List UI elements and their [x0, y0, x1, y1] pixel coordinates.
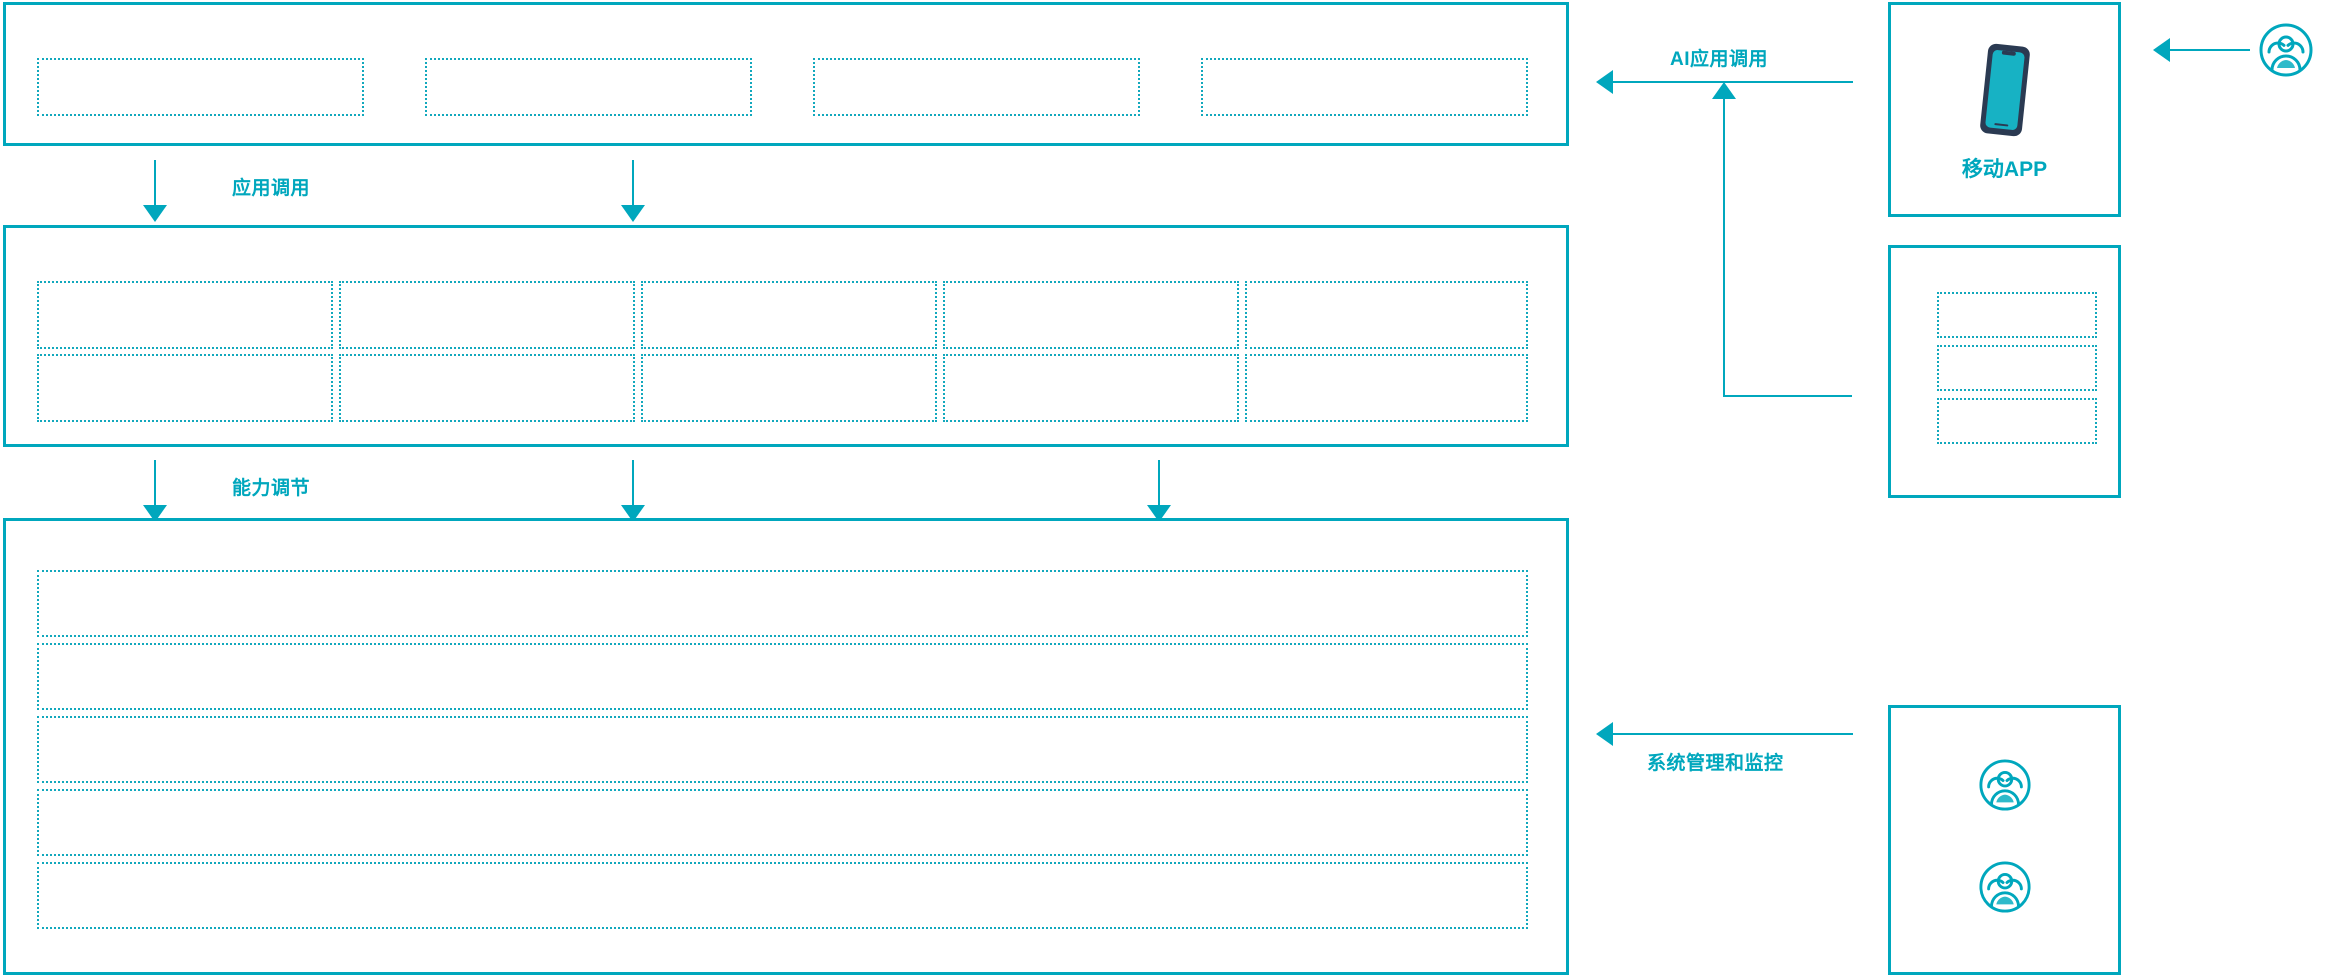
- cap-adjust-connector-2-line: [632, 460, 634, 510]
- capability-box-r1c2[interactable]: [339, 281, 635, 349]
- cap-adjust-connector-1-arrow: [143, 505, 167, 522]
- cap-adjust-connector-3-line: [1158, 460, 1160, 510]
- mobile-app-tile-label: 移动APP: [1961, 158, 2048, 181]
- external-actor-connector-line: [2170, 49, 2250, 51]
- ai-app-call-label: AI应用调用: [1670, 49, 1769, 70]
- mobile-phone-icon: [1971, 40, 2039, 140]
- platform-bar-1[interactable]: [37, 570, 1528, 637]
- right-middle-box-3[interactable]: [1937, 398, 2097, 444]
- right-middle-tile[interactable]: [1888, 245, 2121, 498]
- app-call-connector-left-arrow: [143, 205, 167, 222]
- mobile-app-tile[interactable]: 移动APP: [1888, 2, 2121, 217]
- platform-bar-3[interactable]: [37, 716, 1528, 783]
- right-middle-box-1[interactable]: [1937, 292, 2097, 338]
- external-actor-user-group-icon: [2258, 22, 2314, 78]
- application-box-2[interactable]: [425, 58, 752, 116]
- platform-bar-5[interactable]: [37, 862, 1528, 929]
- sys-monitor-arrow-head: [1596, 722, 1613, 746]
- cap-adjust-label: 能力调节: [232, 478, 311, 499]
- cap-adjust-connector-3-arrow: [1147, 505, 1171, 522]
- ai-app-call-arrow-head: [1596, 70, 1613, 94]
- platform-layer-panel: [3, 518, 1569, 975]
- sys-monitor-label: 系统管理和监控: [1647, 753, 1784, 774]
- ai-app-call-bottom-line: [1723, 395, 1852, 397]
- capability-box-r1c5[interactable]: [1245, 281, 1528, 349]
- ai-app-call-vertical-line: [1723, 98, 1725, 396]
- right-middle-box-2[interactable]: [1937, 345, 2097, 391]
- cap-adjust-connector-2-arrow: [621, 505, 645, 522]
- ai-app-call-vertical-arrow-head: [1712, 82, 1736, 99]
- capability-box-r2c4[interactable]: [943, 354, 1239, 422]
- capability-box-r2c3[interactable]: [641, 354, 937, 422]
- application-box-4[interactable]: [1201, 58, 1528, 116]
- capability-layer-panel: [3, 225, 1569, 447]
- platform-bar-2[interactable]: [37, 643, 1528, 710]
- capability-box-r1c4[interactable]: [943, 281, 1239, 349]
- cap-adjust-connector-1-line: [154, 460, 156, 510]
- external-actor-arrow-head: [2153, 38, 2170, 62]
- app-call-connector-right-arrow: [621, 205, 645, 222]
- capability-box-r2c1[interactable]: [37, 354, 333, 422]
- app-call-connector-left-line: [154, 160, 156, 210]
- app-call-connector-right-line: [632, 160, 634, 210]
- app-call-label: 应用调用: [232, 178, 311, 199]
- platform-bar-4[interactable]: [37, 789, 1528, 856]
- admin-user-group-icon-1: [1978, 758, 2032, 812]
- right-admin-tile[interactable]: [1888, 705, 2121, 975]
- capability-box-r2c2[interactable]: [339, 354, 635, 422]
- capability-box-r1c1[interactable]: [37, 281, 333, 349]
- capability-box-r1c3[interactable]: [641, 281, 937, 349]
- application-box-3[interactable]: [813, 58, 1140, 116]
- application-box-1[interactable]: [37, 58, 364, 116]
- capability-box-r2c5[interactable]: [1245, 354, 1528, 422]
- admin-user-group-icon-2: [1978, 860, 2032, 914]
- sys-monitor-line: [1613, 733, 1853, 735]
- application-layer-panel: [3, 2, 1569, 146]
